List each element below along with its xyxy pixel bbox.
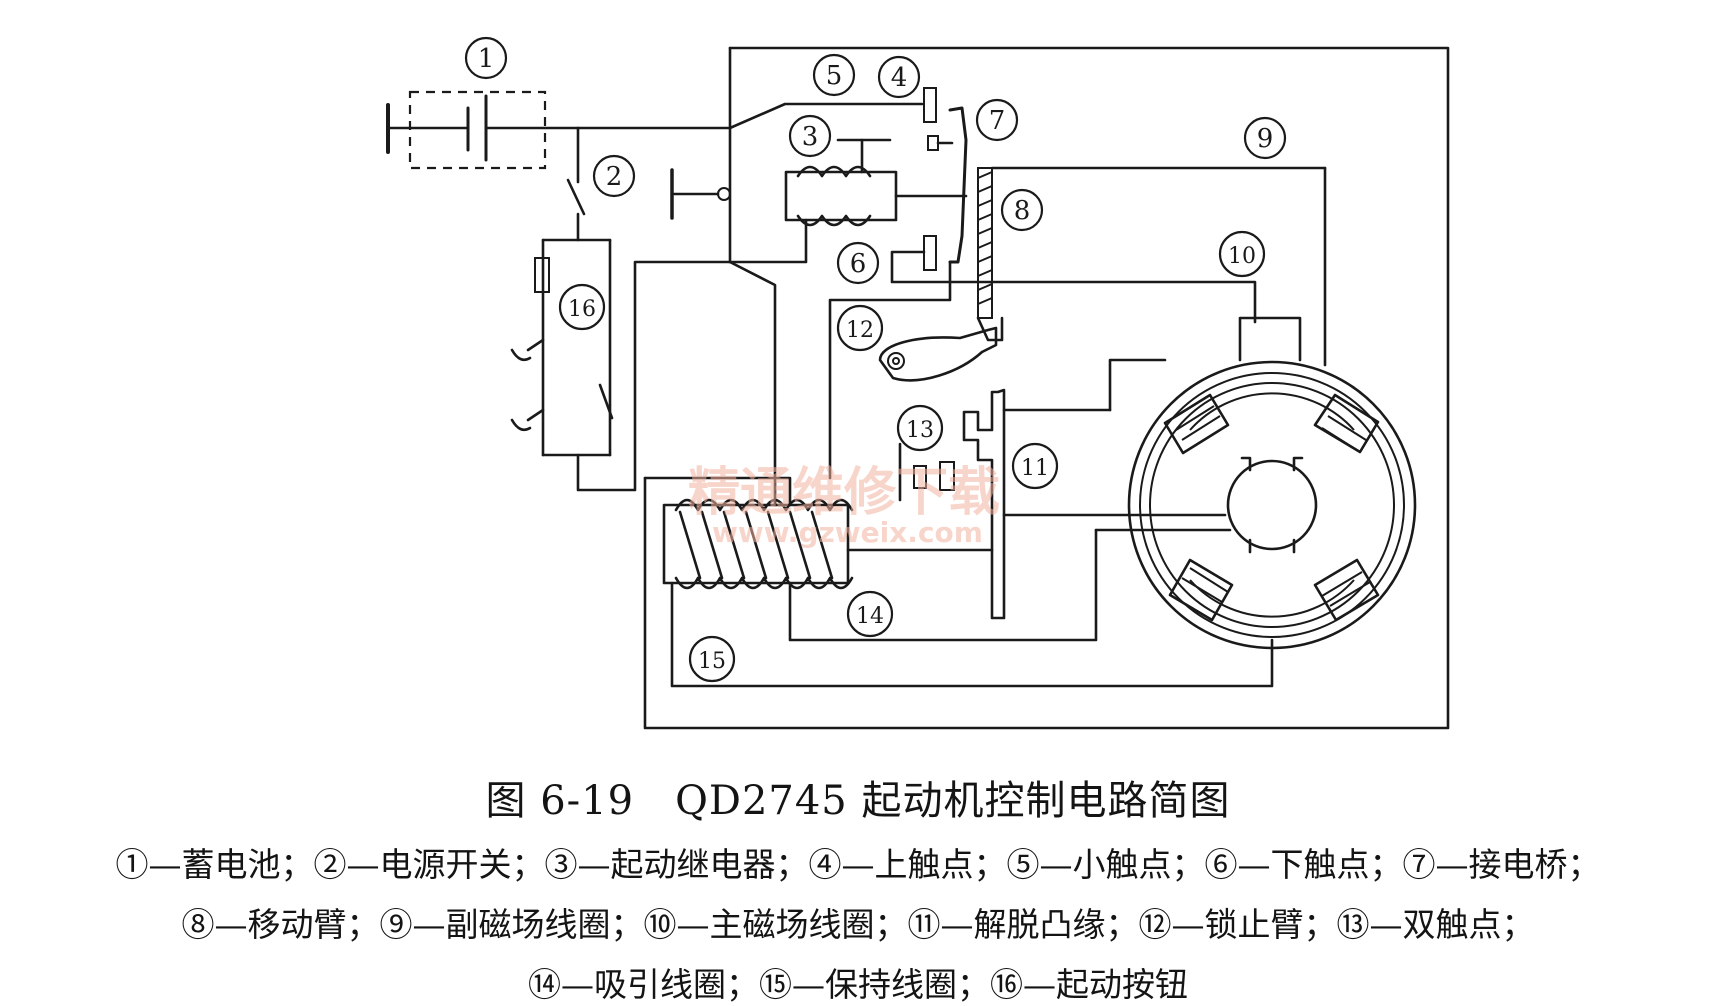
- svg-text:8: 8: [1014, 196, 1031, 226]
- callout-5: 5: [812, 53, 856, 97]
- field-pole-winding-lower-left: [1168, 558, 1234, 622]
- battery-symbol: [386, 90, 924, 170]
- contact-bridge: [936, 106, 968, 264]
- svg-text:16: 16: [568, 297, 596, 322]
- solenoid-coils: [643, 260, 1274, 688]
- lower-contact: [890, 235, 1257, 324]
- callout-4: 4: [877, 55, 921, 99]
- callout-11: 11: [1011, 442, 1059, 490]
- power-switch-symbol: [566, 126, 586, 242]
- svg-text:5: 5: [826, 61, 843, 91]
- release-flange: [962, 358, 1167, 620]
- lock-arm: [828, 260, 1004, 480]
- start-button-symbol: [510, 238, 732, 492]
- svg-text:6: 6: [850, 249, 867, 279]
- watermark: 精通维修下载 www.gzweix.com: [688, 463, 1000, 549]
- callout-2: 2: [592, 154, 636, 198]
- callout-3: 3: [788, 114, 832, 158]
- field-pole-winding-lower-right: [1313, 558, 1380, 622]
- svg-text:精通维修下载: 精通维修下载: [688, 463, 1000, 523]
- callout-15: 15: [688, 635, 736, 683]
- svg-text:11: 11: [1021, 456, 1049, 481]
- callout-12: 12: [836, 304, 884, 352]
- callout-10: 10: [1218, 230, 1266, 278]
- svg-text:10: 10: [1228, 244, 1256, 269]
- svg-text:1: 1: [478, 44, 495, 74]
- legend-line: ⑭—吸引线圈；⑮—保持线圈；⑯—起动按钮: [528, 965, 1188, 1004]
- double-contact: [898, 442, 955, 502]
- callout-6: 6: [836, 241, 880, 285]
- figure-title: 图 6-19 QD2745 起动机控制电路简图: [485, 778, 1231, 824]
- moving-arm: [977, 166, 1327, 319]
- callout-14: 14: [846, 590, 894, 638]
- starter-relay-coil: [728, 138, 968, 264]
- svg-text:4: 4: [891, 63, 908, 93]
- field-pole-winding-upper-right: [1313, 393, 1380, 454]
- relay-terminal: [670, 168, 731, 220]
- svg-text:7: 7: [989, 106, 1006, 136]
- legend-line: ⑧—移动臂；⑨—副磁场线圈；⑩—主磁场线圈；⑪—解脱凸缘；⑫—锁止臂；⑬—双触点…: [181, 905, 1535, 944]
- svg-text:2: 2: [606, 162, 623, 192]
- svg-text:9: 9: [1257, 124, 1274, 154]
- upper-contact: [923, 87, 937, 123]
- small-contact: [927, 135, 939, 151]
- starter-circuit-diagram: 1 2 3 4 5 6 7 8 9 10 11 12 13 14 15 16 精…: [386, 36, 1450, 730]
- callout-8: 8: [1000, 188, 1044, 232]
- svg-text:13: 13: [906, 418, 934, 443]
- legend-line: ①—蓄电池；②—电源开关；③—起动继电器；④—上触点；⑤—小触点；⑥—下触点；⑦…: [115, 845, 1601, 884]
- field-pole-winding-upper-left: [1163, 393, 1230, 455]
- svg-text:www.gzweix.com: www.gzweix.com: [712, 516, 983, 549]
- callout-1: 1: [464, 36, 508, 80]
- callout-16: 16: [558, 283, 606, 331]
- svg-text:3: 3: [802, 122, 819, 152]
- starter-housing-frame: [643, 46, 1450, 730]
- starter-motor: [1002, 166, 1417, 650]
- callout-9: 9: [1243, 116, 1287, 160]
- callout-7: 7: [975, 98, 1019, 142]
- svg-text:12: 12: [846, 318, 874, 343]
- svg-text:15: 15: [698, 649, 726, 674]
- callout-13: 13: [896, 404, 944, 452]
- svg-text:14: 14: [856, 604, 884, 629]
